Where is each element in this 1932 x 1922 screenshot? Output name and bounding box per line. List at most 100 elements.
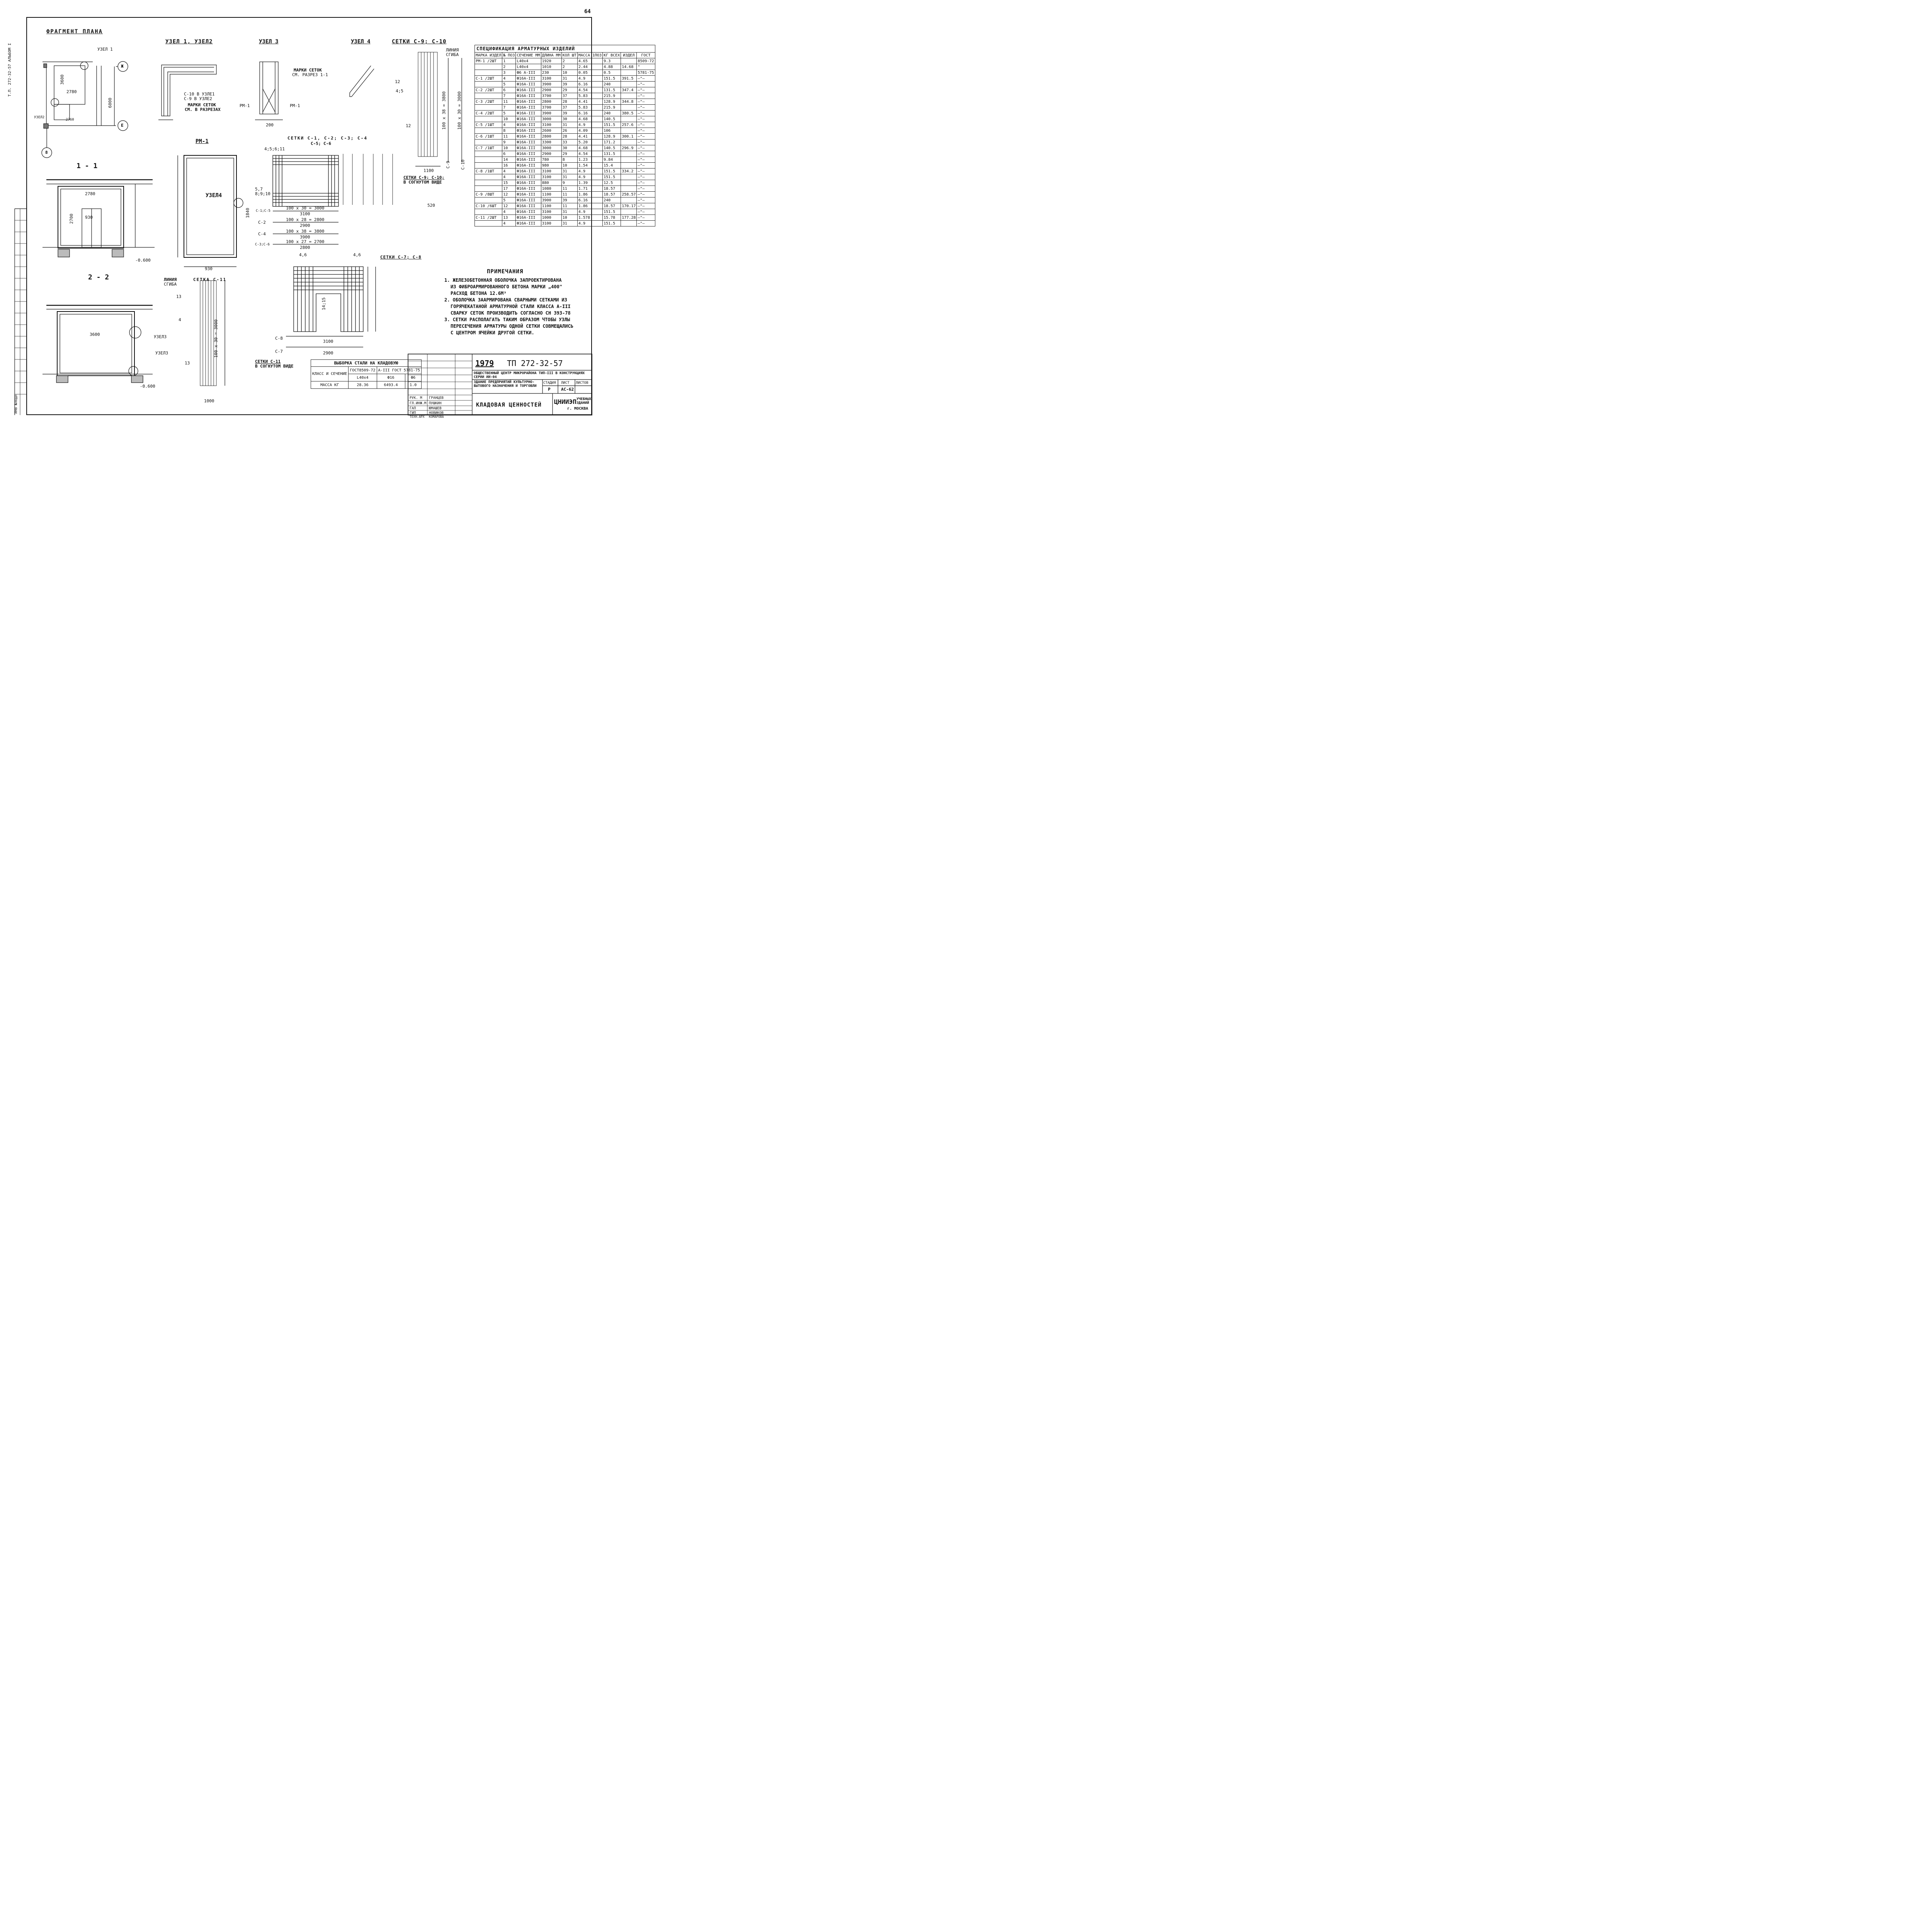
spec-cell: —"—: [636, 139, 655, 145]
spec-cell: 2: [561, 64, 578, 70]
mesh11-dim: 1000: [204, 398, 214, 403]
spec-cell: 1.71: [577, 186, 603, 192]
staff-name: ПУШКИН: [429, 402, 442, 405]
spec-cell: [474, 116, 503, 122]
spec-cell: —"—: [636, 168, 655, 174]
spec-cell: 14.68: [621, 64, 637, 70]
note-line: 2. ОБОЛОЧКА ЗААРМИРОВАНА СВАРНЫМИ СЕТКАМ…: [444, 297, 567, 303]
spec-cell: [621, 139, 637, 145]
spec-cell: 3100: [541, 174, 562, 180]
spec-cell: 15: [502, 180, 516, 186]
spec-cell: 4: [502, 122, 516, 128]
spec-cell: —"—: [636, 133, 655, 140]
spec-cell: 380.5: [621, 110, 637, 116]
spec-cell: Ф16А-III: [515, 145, 541, 151]
spec-cell: —"—: [636, 104, 655, 111]
mesh910-mark: 12: [406, 123, 411, 128]
spec-header: МАССА 1ПОЗ: [577, 52, 603, 58]
spec-cell: 1.86: [577, 203, 603, 209]
spec-cell: Ф16А-III: [515, 122, 541, 128]
spec-cell: Ф16А-III: [515, 104, 541, 111]
spec-cell: —"—: [636, 191, 655, 197]
spec-cell: 3900: [541, 110, 562, 116]
plan-title: ФРАГМЕНТ ПЛАНА: [46, 29, 103, 35]
steel-h3: А-III ГОСТ 5781-75: [376, 366, 422, 374]
mesh11-mark: 13: [185, 361, 190, 366]
spec-cell: 6: [502, 151, 516, 157]
spec-cell: 3700: [541, 93, 562, 99]
section22-node: УЗЕЛ3: [154, 334, 167, 339]
mesh910-c10: С-10: [460, 159, 466, 170]
spec-cell: Ф16А-III: [515, 197, 541, 203]
spec-cell: Ф6 А-III: [515, 70, 541, 76]
spec-cell: 128.9: [602, 99, 621, 105]
spec-cell: 8: [502, 128, 516, 134]
spec-cell: [621, 81, 637, 87]
spec-cell: —"—: [636, 215, 655, 221]
spec-cell: Ф16А-III: [515, 81, 541, 87]
meshes-row-dim: 100 х 28 = 2800: [286, 217, 325, 222]
steel-h1: КЛАСС И СЕЧЕНИЕ: [310, 366, 349, 381]
mesh78-mark: 4,6: [353, 252, 361, 257]
spec-cell: [474, 151, 503, 157]
spec-cell: 106: [602, 128, 621, 134]
spec-cell: 4.54: [577, 151, 603, 157]
steel-v2: 6493.4: [376, 381, 405, 389]
spec-cell: 171.2: [602, 139, 621, 145]
spec-cell: 3100: [541, 209, 562, 215]
note-line: СВАРКУ СЕТОК ПРОИЗВОДИТЬ СОГЛАСНО СН 393…: [451, 310, 571, 316]
spec-cell: 7: [502, 104, 516, 111]
mesh11-dim: 100 х 30 = 3000: [213, 319, 219, 358]
spec-cell: 31: [561, 209, 578, 215]
mesh11-line: СГИБА: [164, 282, 177, 287]
spec-cell: [474, 139, 503, 145]
spec-cell: 11: [502, 99, 516, 105]
staff-role: ГИП: [410, 411, 416, 415]
section22-title: 2 - 2: [88, 273, 109, 281]
section11-dim: -0.600: [135, 258, 151, 263]
mesh910-line: СГИБА: [446, 52, 459, 57]
spec-cell: 2900: [541, 87, 562, 93]
spec-cell: —"—: [636, 209, 655, 215]
stamp-drawing: КЛАДОВАЯ ЦЕННОСТЕЙ: [476, 402, 542, 408]
spec-cell: —"—: [636, 122, 655, 128]
note-line: РАСХОД БЕТОНА 12.6М³: [451, 291, 507, 296]
spec-cell: С-10 /6ШТ: [474, 203, 503, 209]
spec-cell: 1100: [541, 203, 562, 209]
steel-table: ВЫБОРКА СТАЛИ НА КЛАДОВУЮ КЛАСС И СЕЧЕНИ…: [310, 359, 422, 389]
plan-dim: 2780: [66, 89, 77, 94]
spec-cell: 2800: [541, 133, 562, 140]
steel-c1: L40х4: [348, 374, 377, 381]
spec-cell: 12: [502, 203, 516, 209]
spec-cell: [474, 220, 503, 226]
spec-cell: 30: [561, 116, 578, 122]
spec-cell: Ф16А-III: [515, 110, 541, 116]
spec-cell: 2800: [541, 99, 562, 105]
spec-cell: Ф16А-III: [515, 191, 541, 197]
spec-cell: 10: [561, 162, 578, 169]
spec-cell: 5: [502, 197, 516, 203]
rm1-node: УЗЕЛ4: [206, 192, 222, 199]
plan-axis-zh: Ж: [121, 64, 124, 69]
spec-cell: 3000: [541, 145, 562, 151]
mesh78-row-mark: С-7: [275, 349, 283, 354]
spec-cell: РМ-1 /2ШТ: [474, 58, 503, 64]
spec-cell: 1920: [541, 58, 562, 64]
spec-cell: 1080: [541, 186, 562, 192]
spec-cell: 37: [561, 93, 578, 99]
meshes-row-mark: С-3;С-6: [255, 243, 270, 247]
spec-cell: —"—: [636, 186, 655, 192]
spec-cell: 3100: [541, 75, 562, 82]
spec-cell: 31: [561, 122, 578, 128]
spec-cell: Ф16А-III: [515, 186, 541, 192]
